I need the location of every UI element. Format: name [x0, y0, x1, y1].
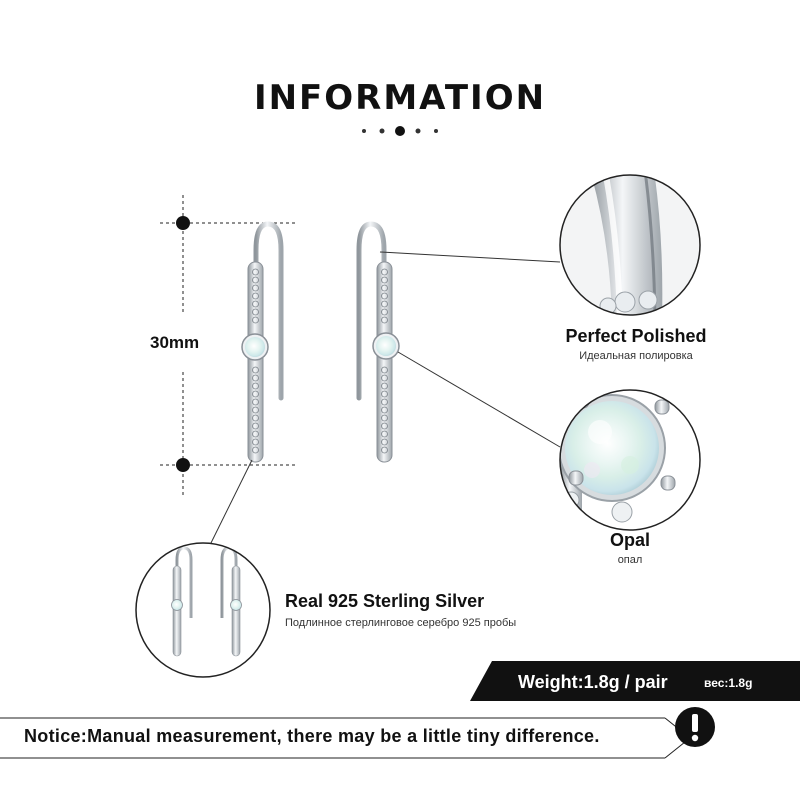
connector-lines: [209, 251, 561, 546]
callout-silver: Real 925 Sterling Silver Подлинное стерл…: [285, 591, 516, 629]
dimension-label: 30mm: [150, 333, 200, 352]
exclamation-icon: [675, 707, 715, 747]
weight-banner: [470, 661, 800, 701]
callout-opal-title: Opal: [609, 530, 650, 550]
weight-text: Weight:1.8g / pair: [518, 672, 668, 692]
callout-silver-subtitle: Подлинное стерлинговое серебро 925 пробы: [285, 617, 517, 629]
earring-left: [241, 221, 284, 463]
title-divider-dots: [362, 126, 438, 136]
weight-ru-text: вес:1.8g: [704, 676, 753, 690]
callout-polished-title: Perfect Polished: [565, 326, 707, 346]
dimension-guides: [160, 195, 295, 495]
callout-silver-title: Real 925 Sterling Silver: [285, 591, 485, 611]
page-title: INFORMATION: [253, 78, 547, 118]
zoom-earring-pair: [135, 542, 271, 678]
callout-polished: Perfect Polished Идеальная полировка: [556, 326, 716, 362]
zoom-polished-detail: [559, 174, 701, 316]
earring-right: [356, 221, 400, 463]
callout-polished-subtitle: Идеальная полировка: [579, 350, 693, 362]
callout-opal: Opal опал: [580, 530, 680, 566]
zoom-opal-detail: [559, 389, 701, 531]
callout-opal-subtitle: опал: [617, 554, 643, 566]
notice-text: Notice:Manual measurement, there may be …: [24, 726, 600, 746]
